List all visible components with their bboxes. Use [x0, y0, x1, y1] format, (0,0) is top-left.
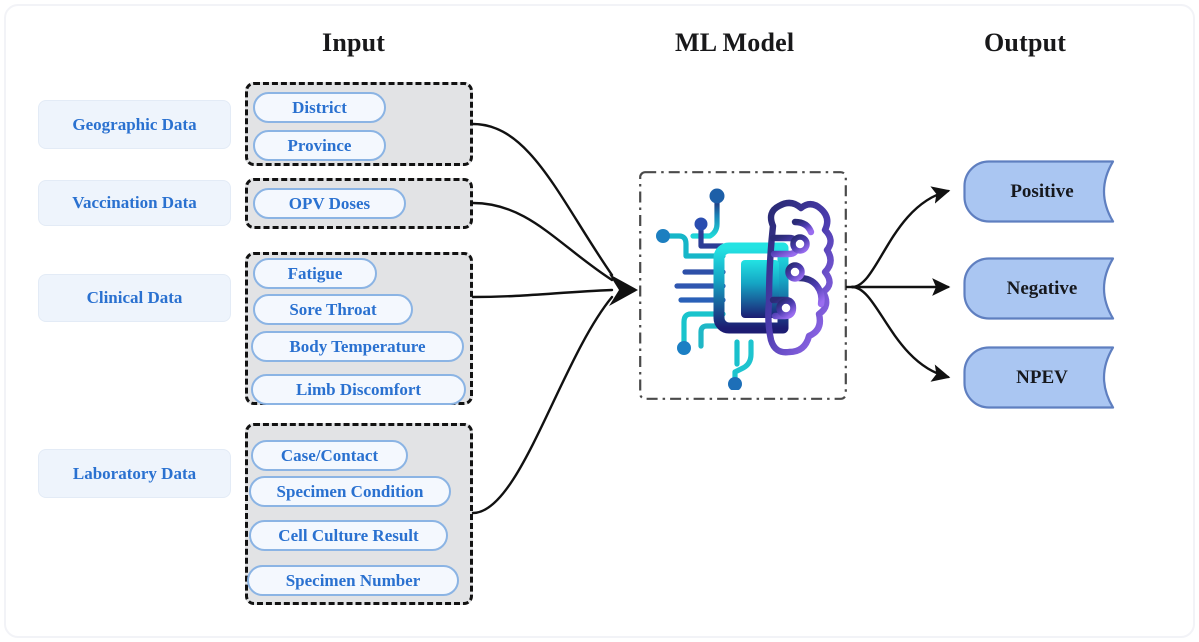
column-header-input: Input [322, 28, 386, 57]
arrowhead-into-model [609, 274, 638, 306]
column-header-ml-model: ML Model [675, 28, 795, 57]
category-label-clinical-data: Clinical Data [38, 274, 231, 322]
ml-model-dashdot-border [639, 171, 847, 400]
feature-pill-sore-throat[interactable]: Sore Throat [253, 294, 413, 325]
output-tape-positive-svg [963, 160, 1115, 223]
feature-pill-district[interactable]: District [253, 92, 386, 123]
arrow-vaccination-to-model [471, 201, 614, 282]
feature-pill-specimen-condition[interactable]: Specimen Condition [249, 476, 451, 507]
feature-pill-province[interactable]: Province [253, 130, 386, 161]
feature-pill-body-temperature[interactable]: Body Temperature [251, 331, 464, 362]
category-label-geographic-data: Geographic Data [38, 100, 231, 149]
output-tape-npev-svg [963, 346, 1115, 409]
output-shape-npev[interactable]: NPEV [963, 346, 1138, 409]
feature-pill-specimen-number[interactable]: Specimen Number [247, 565, 459, 596]
feature-pill-limb-discomfort[interactable]: Limb Discomfort [251, 374, 466, 405]
feature-pill-cell-culture-result[interactable]: Cell Culture Result [249, 520, 448, 551]
output-label-npev: NPEV [1016, 366, 1068, 388]
output-shape-negative[interactable]: Negative [963, 257, 1138, 320]
output-label-positive: Positive [1010, 180, 1074, 202]
feature-pill-opv-doses[interactable]: OPV Doses [253, 188, 406, 219]
arrow-model-to-npev [850, 285, 951, 382]
output-tape-negative-svg [963, 257, 1115, 320]
feature-pill-case-contact[interactable]: Case/Contact [251, 440, 408, 471]
arrow-laboratory-to-model [471, 295, 614, 515]
arrow-geographic-to-model [471, 122, 614, 277]
arrow-model-to-positive [850, 186, 951, 289]
ai-brain-circuit-icon [656, 188, 834, 390]
feature-pill-fatigue[interactable]: Fatigue [253, 258, 377, 289]
output-label-negative: Negative [1006, 277, 1078, 299]
output-shape-positive[interactable]: Positive [963, 160, 1138, 223]
category-label-vaccination-data: Vaccination Data [38, 180, 231, 226]
arrow-clinical-to-model [471, 288, 614, 299]
column-header-output: Output [984, 28, 1067, 57]
category-label-laboratory-data: Laboratory Data [38, 449, 231, 498]
